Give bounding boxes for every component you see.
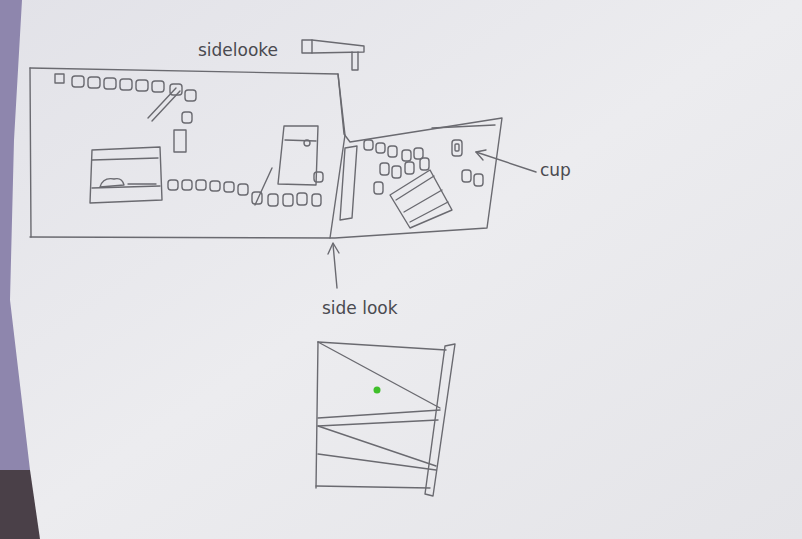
background-corner [0,470,40,539]
side-top [318,342,446,350]
side-view [316,342,455,496]
square-cluster [364,140,483,194]
square [374,182,383,194]
divider [330,74,345,238]
cup-symbol [452,140,462,156]
ramp-line [318,342,440,408]
ramp-line [318,410,440,418]
arrow-head [328,243,339,254]
square [72,76,84,87]
left-box [90,147,162,203]
square [182,180,192,190]
square [168,180,178,190]
tilted-line [410,202,448,222]
square [297,193,307,205]
square [136,80,148,91]
square [376,143,385,153]
middle-box [278,126,318,185]
cup-inner [455,144,459,151]
square [268,194,278,206]
outline [30,68,502,238]
slash-mark [255,168,272,205]
square [224,182,234,192]
square-row [168,172,323,206]
side-symbol-leg [352,52,358,70]
square [405,162,414,174]
green-dot [374,387,381,394]
arrow-head [476,150,486,160]
square [210,181,220,191]
leader-line [333,244,337,288]
handwritten-label: cup [540,160,571,180]
square [182,112,192,123]
car-line [128,183,156,184]
square [388,146,397,157]
tall-box [340,146,357,220]
square [120,79,132,90]
slash-mark [152,91,180,121]
side-symbol-box [302,40,312,53]
background-edge [0,0,30,500]
car-symbol [100,179,124,187]
ramp-line [318,454,436,470]
square [104,78,116,89]
square [55,74,64,83]
slash-mark [148,88,176,118]
square [392,166,401,178]
ramp-line [318,420,438,426]
side-post [316,342,318,488]
square [152,81,164,92]
square [185,90,196,101]
shelf-line [432,125,495,128]
square [420,158,429,170]
square [462,170,471,182]
ramp-line [318,426,436,466]
square [88,77,100,88]
leader-line [476,152,536,172]
square [238,184,248,195]
square [414,148,423,159]
tilted-box [390,170,452,228]
dot [304,140,310,146]
side-bottom [316,486,430,488]
square [402,150,411,161]
top-view [30,40,536,288]
outline-left [30,68,31,237]
left-box-line [92,158,158,160]
handwritten-label: side look [322,298,398,318]
tilted-line [396,176,434,200]
square [314,172,323,182]
small-block [174,130,186,152]
middle-box-line [285,140,316,141]
side-symbol-wedge [312,40,364,53]
handwritten-label: sidelooke [198,40,278,60]
square [312,194,321,206]
square [283,194,293,206]
square [364,140,373,150]
square [474,174,483,186]
square [380,163,389,175]
square-row [55,74,196,123]
square [196,180,206,190]
